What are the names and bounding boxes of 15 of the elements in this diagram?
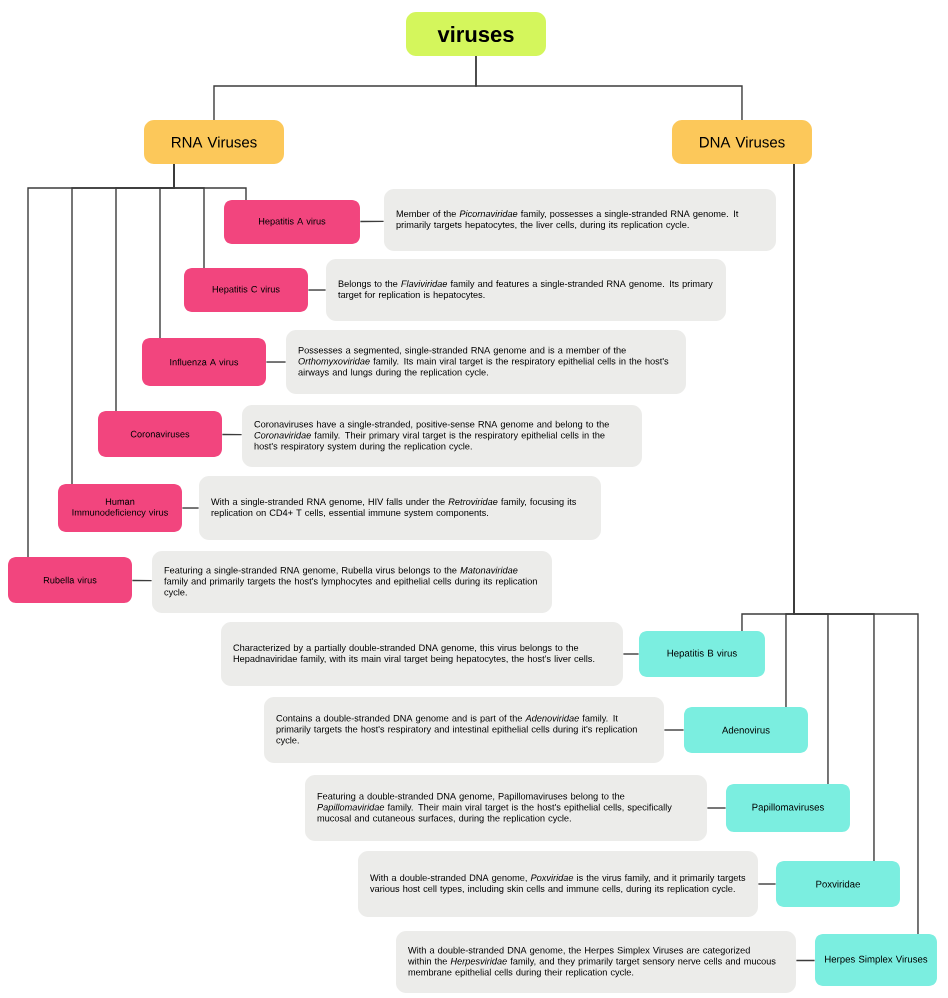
connector-line: [795, 959, 816, 962]
connector-line: [27, 163, 175, 558]
connector-line: [793, 163, 919, 935]
connector-line: [706, 807, 727, 809]
connector-line: [757, 883, 777, 885]
connector-line: [622, 653, 640, 655]
connector-line: [475, 55, 743, 121]
title-box: viruses: [406, 12, 546, 56]
connector-line: [221, 433, 243, 436]
connector-line: [307, 289, 327, 291]
connector-line: [663, 729, 685, 731]
connector-line: [359, 220, 385, 223]
connector-line: [181, 507, 200, 509]
connector-line: [265, 361, 287, 363]
connector-line: [131, 579, 153, 582]
